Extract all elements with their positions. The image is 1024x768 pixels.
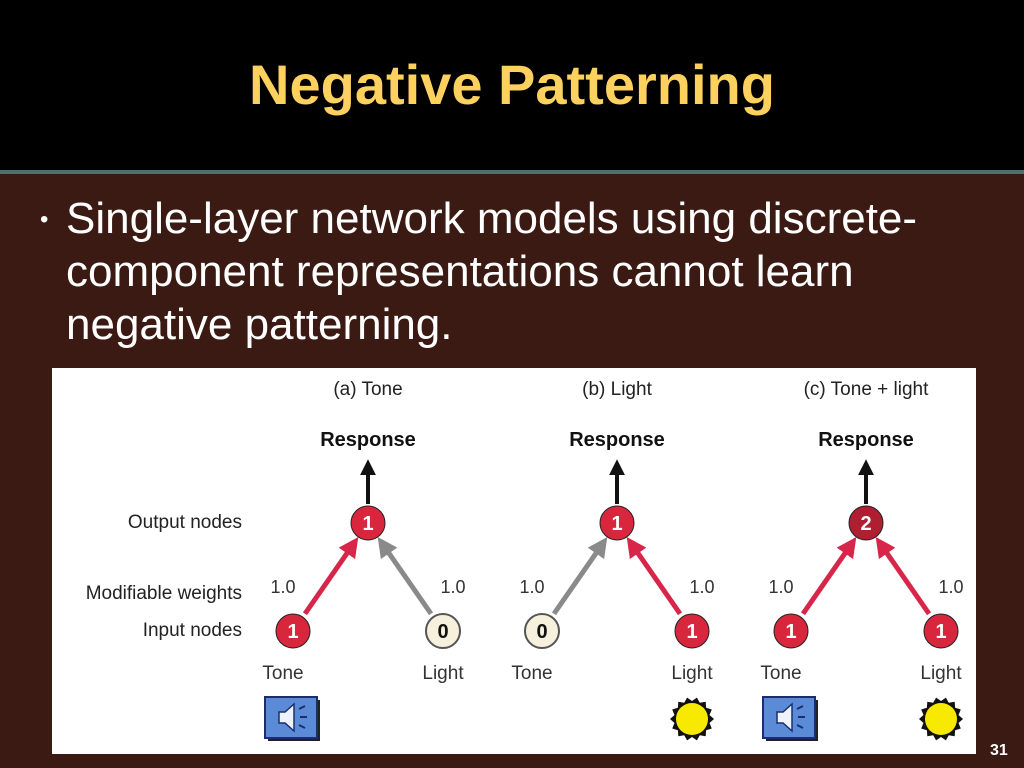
tone-input-node-value: 1 [287,621,298,643]
tone-weight-arrow [800,536,857,616]
bullet-text: Single-layer network models using discre… [66,194,918,349]
light-input-node-value: 0 [437,621,448,643]
slide-title: Negative Patterning [249,53,775,116]
tone-input-node [275,613,311,649]
output-node [599,505,635,541]
slide-number: 31 [990,742,1008,759]
light-weight-label: 1.0 [689,577,714,597]
light-label: Light [422,663,464,684]
light-input-node-value: 1 [935,621,946,643]
tone-weight-label: 1.0 [519,577,544,597]
modifiable-weights-label: Modifiable weights [86,583,242,604]
sound-waves [298,705,307,729]
response-label: Response [818,429,914,451]
tone-weight-label: 1.0 [768,577,793,597]
light-weight-label: 1.0 [440,577,465,597]
speaker-cone [776,702,793,733]
light-label: Light [671,663,713,684]
tone-label: Tone [511,663,552,684]
output-node-value: 1 [362,513,373,535]
input-nodes-label: Input nodes [143,620,242,641]
title-bar [0,0,1024,170]
tone-input-node [773,613,809,649]
panel-title: (a) Tone [333,379,402,400]
light-weight-label: 1.0 [938,577,963,597]
response-label: Response [569,429,665,451]
light-input-node [923,613,959,649]
light-weight-arrow [377,536,434,616]
light-input-node-value: 1 [686,621,697,643]
bullet-marker: • [40,206,49,233]
light-weight-arrow [875,536,932,616]
speaker-cone [278,702,295,733]
light-bulb-fill [925,703,957,735]
output-node-value: 2 [860,513,871,535]
light-label: Light [920,663,962,684]
light-input-node [425,613,461,649]
tone-weight-arrow [302,536,359,616]
panel-title: (c) Tone + light [804,379,930,400]
tone-input-node-value: 1 [785,621,796,643]
sound-waves [796,705,805,729]
output-nodes-label: Output nodes [128,512,242,533]
light-weight-arrow [626,536,683,616]
light-bulb-fill [676,703,708,735]
panel-title: (b) Light [582,379,652,400]
tone-input-node-value: 0 [536,621,547,643]
tone-label: Tone [760,663,801,684]
tone-label: Tone [262,663,303,684]
response-label: Response [320,429,416,451]
output-node-value: 1 [611,513,622,535]
output-node [350,505,386,541]
output-node [848,505,884,541]
tone-weight-label: 1.0 [270,577,295,597]
light-input-node [674,613,710,649]
tone-input-node [524,613,560,649]
tone-weight-arrow [551,536,608,616]
title-divider [0,170,1024,174]
